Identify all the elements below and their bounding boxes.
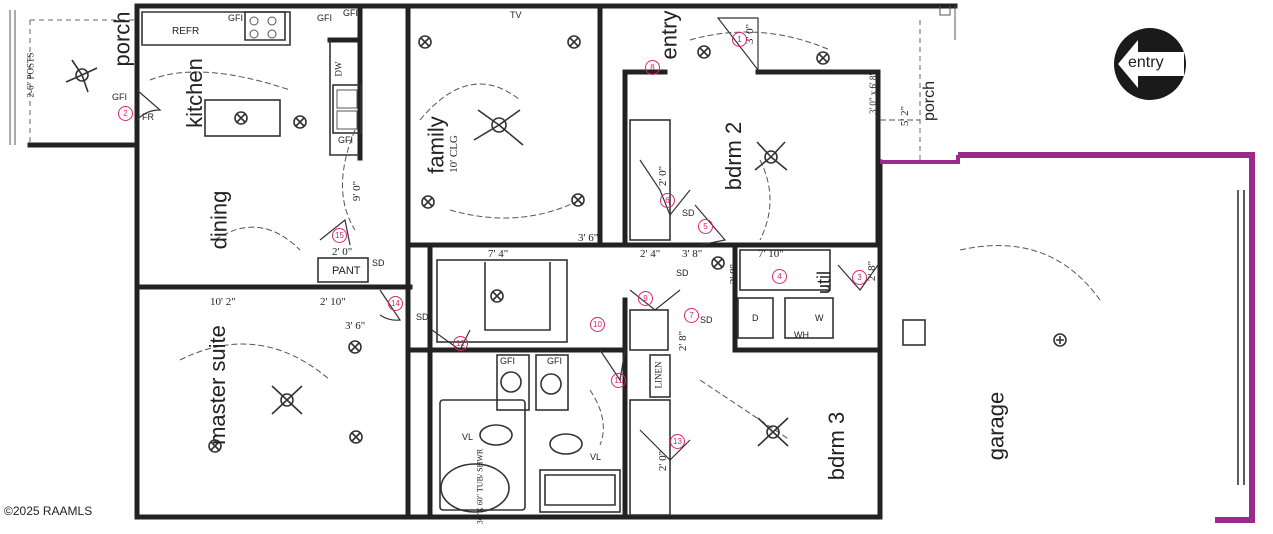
door-badge: 10 <box>590 317 605 332</box>
util-label: util <box>814 270 835 295</box>
dimension: 7' 10" <box>758 248 784 260</box>
dimension: 3' 0" x 6' 8" <box>868 71 879 115</box>
porch-left-label: porch <box>109 11 135 67</box>
porch-right-outline <box>919 6 956 160</box>
door-badge: 14 <box>388 296 403 311</box>
outer-walls <box>27 3 958 520</box>
wiring-runs <box>149 31 1101 446</box>
porch-left-outline <box>9 10 137 145</box>
gfi-outlet: GFI <box>228 13 243 23</box>
tub-label: 36"X 60" TUB/ SHWR <box>475 448 485 525</box>
door-badge: 9 <box>638 291 653 306</box>
smoke-detector: SD <box>676 268 689 278</box>
kitchen-label: kitchen <box>181 58 207 128</box>
dryer-label: D <box>752 313 759 323</box>
interior-fixtures <box>317 119 926 516</box>
door-badge: 6 <box>660 193 675 208</box>
dimension: 10' 2" <box>210 296 236 308</box>
garage-label: garage <box>983 391 1009 461</box>
water-heater-label: WH <box>794 330 809 340</box>
smoke-detector: SD <box>682 208 695 218</box>
gfi-outlet: GFI <box>500 356 515 366</box>
door-badge: 13 <box>670 434 685 449</box>
dishwasher-label: DW <box>333 61 344 77</box>
door-badge: 8 <box>645 60 660 75</box>
smoke-detector: SD <box>700 315 713 325</box>
door-badge: 7 <box>684 308 699 323</box>
door-swings <box>136 17 879 461</box>
door-badge: 5 <box>698 219 713 234</box>
vanity-light: VL <box>590 452 602 462</box>
linen-label: LINEN <box>653 361 664 389</box>
gfi-outlet: GFI <box>317 13 332 23</box>
posts-note: 2-6" POSTS <box>25 52 36 98</box>
master-suite-label: master suite <box>204 325 230 445</box>
gfi-outlet: GFI <box>343 8 358 18</box>
door-badge: 4 <box>772 269 787 284</box>
tv-outlet: TV <box>510 10 522 20</box>
dimension: 2' 0" <box>657 450 670 472</box>
entry-arrow-label: entry <box>1128 54 1164 71</box>
dining-label: dining <box>206 190 232 250</box>
dimension: 9' 0" <box>351 180 364 202</box>
bdrm3-label: bdrm 3 <box>824 411 850 481</box>
dimension: 2' 0" <box>332 246 353 258</box>
family-label: family <box>423 116 449 174</box>
pantry-label: PANT <box>332 265 361 277</box>
door-badge: 12 <box>453 336 468 351</box>
dimension: 2' 0" <box>657 165 670 187</box>
refrigerator-label: REFR <box>172 26 200 37</box>
washer-label: W <box>815 313 824 323</box>
dimension: 2' 8" <box>728 263 741 285</box>
entry-label: entry <box>656 10 682 60</box>
dimension: 2' 8" <box>677 330 690 352</box>
garage-outline <box>880 152 1255 523</box>
vanity-light: VL <box>462 432 474 442</box>
copyright-notice: ©2025 RAAMLS <box>4 504 93 518</box>
fr-label: FR <box>142 112 154 122</box>
dimension: 2' 8" <box>866 260 879 282</box>
door-badge: 15 <box>332 228 347 243</box>
door-badge: 2 <box>118 106 133 121</box>
dimension: 2' 4" <box>640 248 661 260</box>
smoke-detector: SD <box>416 312 429 322</box>
gfi-outlet: GFI <box>547 356 562 366</box>
porch-right-label: porch <box>921 80 939 122</box>
door-badge: 1 <box>732 32 747 47</box>
smoke-detector: SD <box>372 258 385 268</box>
entry-direction-arrow <box>1114 28 1186 100</box>
dimension: 7' 4" <box>488 248 509 260</box>
family-ceiling-label: 10' CLG <box>447 135 460 173</box>
gfi-outlet: GFI <box>338 135 353 145</box>
door-badge: 11 <box>611 373 626 388</box>
dimension: 5' 2" <box>899 105 912 127</box>
bdrm2-label: bdrm 2 <box>721 121 747 191</box>
ceiling-fans <box>65 59 789 447</box>
dimension: 3' 8" <box>682 248 703 260</box>
dimension: 2' 10" <box>320 296 346 308</box>
dimension: 3' 6" <box>345 320 366 332</box>
door-badge: 3 <box>852 270 867 285</box>
kitchen-counters <box>141 11 362 156</box>
gfi-outlet: GFI <box>112 92 127 102</box>
dimension: 3' 6" <box>578 232 599 244</box>
ceiling-lights <box>208 35 1067 453</box>
